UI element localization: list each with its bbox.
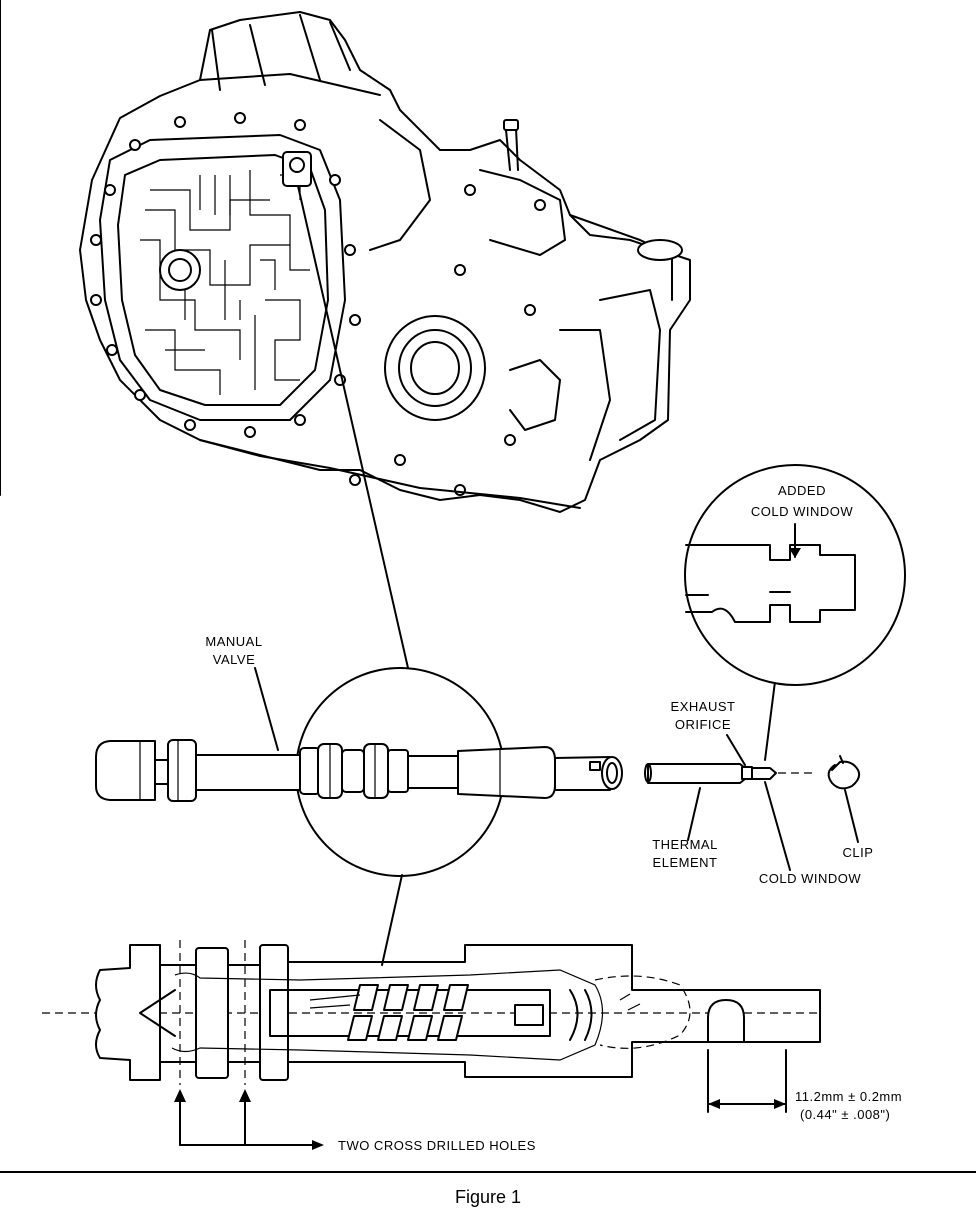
cold-window-label: COLD WINDOW <box>759 871 862 886</box>
thermal-element-label-line1: THERMAL <box>652 837 718 852</box>
thermal-element <box>644 763 812 784</box>
figure-caption: Figure 1 <box>455 1187 521 1207</box>
valve-cutaway <box>42 940 821 1150</box>
exhaust-orifice-label-line1: EXHAUST <box>671 699 736 714</box>
thermal-element-label-line2: ELEMENT <box>653 855 718 870</box>
manual-valve-assembly <box>95 739 623 802</box>
clip-label: CLIP <box>843 845 874 860</box>
transaxle-illustration <box>79 11 691 513</box>
label-pointers <box>254 667 859 871</box>
added-cold-window-label-line1: ADDED <box>778 483 826 498</box>
manual-valve-label-line1: MANUAL <box>205 634 262 649</box>
dimension-imperial-label: (0.44" ± .008") <box>800 1107 890 1122</box>
clip-part <box>827 755 861 790</box>
cold-window-detail <box>684 464 906 686</box>
manual-valve-label-line2: VALVE <box>213 652 255 667</box>
added-cold-window-label-line2: COLD WINDOW <box>751 504 854 519</box>
dimension-metric-label: 11.2mm ± 0.2mm <box>795 1089 902 1104</box>
exhaust-orifice-label-line2: ORIFICE <box>675 717 731 732</box>
cross-drilled-holes-label: TWO CROSS DRILLED HOLES <box>338 1138 536 1153</box>
